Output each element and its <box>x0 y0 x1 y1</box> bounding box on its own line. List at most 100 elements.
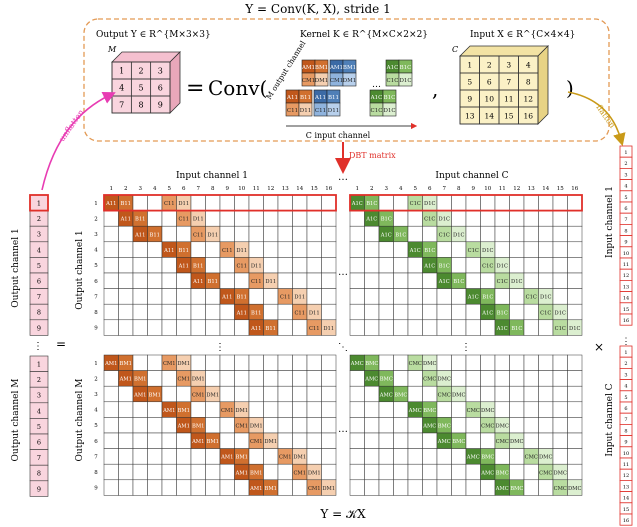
matrix-cell <box>509 257 525 274</box>
col-number: 11 <box>253 186 260 192</box>
flatten-label: flatten <box>594 103 617 130</box>
kernel-cell-label: B1C <box>400 65 412 71</box>
row-number: 5 <box>94 263 98 269</box>
matrix-cell <box>451 241 467 258</box>
matrix-cell <box>234 479 250 496</box>
highlight-row-left <box>103 194 337 212</box>
matrix-cell <box>147 417 163 434</box>
vector-cell-label: 16 <box>623 318 629 324</box>
matrix-cell <box>263 463 279 481</box>
matrix-cell <box>219 385 235 403</box>
matrix-cell <box>378 303 394 321</box>
col-number: 7 <box>443 186 447 192</box>
matrix-cell-label: AMC <box>495 486 509 492</box>
vector-cell-label: 4 <box>37 246 41 254</box>
matrix-cell <box>436 448 452 465</box>
input-cell-label: 12 <box>523 95 533 104</box>
matrix-cell <box>494 194 510 211</box>
matrix-cell <box>465 417 481 434</box>
matrix-cell <box>292 210 308 227</box>
matrix-cell <box>480 370 496 387</box>
vector-cell-label: 2 <box>37 376 41 384</box>
matrix-cell <box>292 417 308 434</box>
kernel-cell-label: AM1 <box>301 65 315 71</box>
kernel-cell-label: A1C <box>386 65 399 71</box>
matrix-cell <box>378 241 394 258</box>
matrix-cell <box>567 401 583 418</box>
matrix-cell <box>364 288 380 305</box>
matrix-cell-label: A11 <box>120 217 131 223</box>
input-cell-label: 1 <box>467 61 472 70</box>
matrix-cell <box>277 479 293 496</box>
matrix-cell <box>567 385 583 403</box>
matrix-cell <box>538 319 554 336</box>
matrix-cell <box>306 385 322 403</box>
matrix-cell <box>132 354 148 371</box>
matrix-cell <box>538 194 554 211</box>
vector-cell-label: 2 <box>624 361 627 367</box>
matrix-cell <box>248 194 264 211</box>
matrix-cell <box>263 288 279 305</box>
matrix-cell <box>364 303 380 321</box>
matrix-cell <box>147 479 163 496</box>
matrix-cell <box>205 448 221 465</box>
matrix-cell <box>190 319 206 336</box>
col-number: 13 <box>528 186 535 192</box>
matrix-cell <box>349 385 365 403</box>
col-number: 5 <box>168 186 172 192</box>
matrix-cell <box>407 385 423 403</box>
matrix-cell <box>451 354 467 371</box>
kernel-cell-label: D11 <box>300 108 311 114</box>
matrix-cell-label: D11 <box>236 248 247 254</box>
matrix-cell-label: C11 <box>236 264 247 270</box>
matrix-cell-label: C11 <box>251 279 262 285</box>
matrix-cell-label: CM1 <box>177 377 190 383</box>
kernel-cell <box>298 102 313 117</box>
col-number: 12 <box>267 186 274 192</box>
matrix-cell <box>205 354 221 371</box>
matrix-cell <box>263 257 279 274</box>
matrix-cell <box>393 241 409 258</box>
matrix-cell <box>277 241 293 258</box>
col-number: 4 <box>399 186 403 192</box>
matrix-cell <box>494 448 510 465</box>
matrix-cell-label: BM1 <box>149 392 161 398</box>
matrix-cell <box>523 432 539 449</box>
kernel-cell-label: B11 <box>328 95 339 101</box>
vector-cell-label: 12 <box>623 273 629 279</box>
matrix-cell <box>190 401 206 418</box>
matrix-cell <box>393 303 409 321</box>
matrix-cell <box>349 225 365 243</box>
kernel-cell-label: CM1 <box>330 78 343 84</box>
matrix-cell <box>292 319 308 336</box>
matrix-cell <box>161 370 177 387</box>
matrix-cell <box>118 257 134 274</box>
matrix-cell <box>393 432 409 449</box>
matrix-cell <box>378 288 394 305</box>
matrix-cell <box>349 272 365 289</box>
matrix-cell <box>147 463 163 481</box>
matrix-cell <box>321 257 337 274</box>
matrix-cell-label: DM1 <box>192 377 205 383</box>
row-number: 7 <box>94 294 98 300</box>
output-cell-label: 6 <box>158 84 163 93</box>
matrix-cell <box>132 463 148 481</box>
matrix-cell <box>509 288 525 305</box>
matrix-cell-label: AMC <box>466 455 480 461</box>
matrix-cell <box>567 479 583 496</box>
matrix-cell <box>451 303 467 321</box>
matrix-cell <box>205 417 221 434</box>
matrix-cell <box>219 303 235 321</box>
matrix-cell <box>277 463 293 481</box>
matrix-cell <box>422 463 438 481</box>
matrix-cell <box>176 272 192 289</box>
vector-cell-label: 2 <box>624 161 627 167</box>
matrix-cell <box>161 303 177 321</box>
matrix-cell <box>494 385 510 403</box>
matrix-cell-label: C1C <box>439 232 450 238</box>
vector-cell <box>619 313 633 326</box>
matrix-cell-label: BMC <box>481 455 494 461</box>
